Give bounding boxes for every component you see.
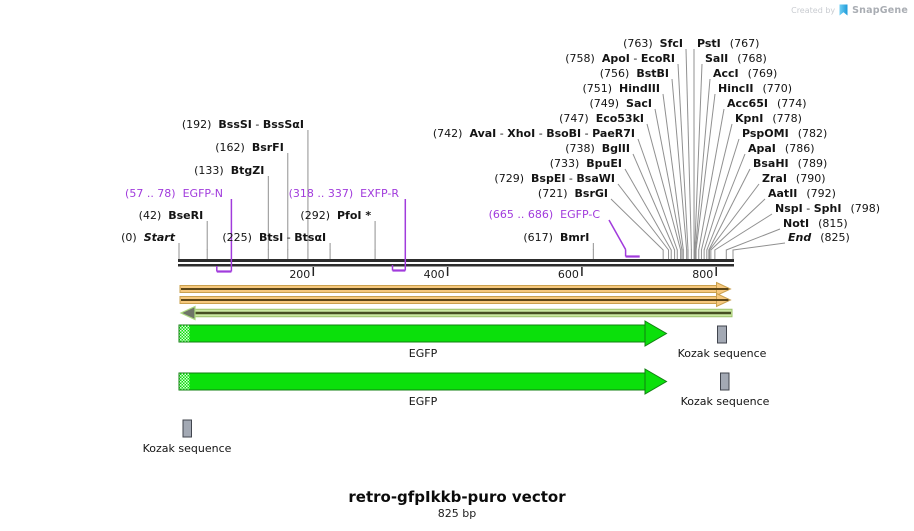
leader-line <box>632 153 676 251</box>
leader-line <box>637 138 678 251</box>
primer-line-EGFP-C <box>608 219 627 250</box>
gene-arrow-body-EGFP-0 <box>178 324 646 343</box>
leader-line <box>685 48 692 251</box>
site-label-BssSI-BssS-I: (192)BssSI - BssSαI <box>181 118 304 131</box>
leader-line <box>694 63 703 251</box>
site-label-BtgZI: (133)BtgZI <box>194 164 265 177</box>
primer-label-EXFP-R: (318 .. 337)EXFP-R <box>288 187 399 200</box>
primer-label-EGFP-N: (57 .. 78)EGFP-N <box>125 187 223 200</box>
gene-arrow-hatch <box>179 373 190 390</box>
kozak-box-2 <box>182 419 192 438</box>
leader-line <box>694 78 711 251</box>
leader-line <box>654 108 683 251</box>
primer-label-EGFP-C: (665 .. 686)EGFP-C <box>488 208 600 221</box>
ruler-tick-label: 400 <box>423 268 445 281</box>
site-label-Start: (0)Start <box>121 231 175 244</box>
leader-line <box>714 213 773 251</box>
site-label-BglII: (738)BglII <box>565 142 630 155</box>
site-label-SalI: SalI(768) <box>705 52 767 65</box>
site-label-KpnI: KpnI(778) <box>735 112 802 125</box>
sequence-bar-top-strand <box>178 259 734 262</box>
site-label-BsrFI: (162)BsrFI <box>215 141 284 154</box>
site-label-ZraI: ZraI(790) <box>762 172 826 185</box>
site-label-PfoI-: (292)PfoI * <box>300 209 372 222</box>
vector-length: 825 bp <box>437 507 477 520</box>
site-label-BstBI: (756)BstBI <box>599 67 669 80</box>
site-label-End: End(825) <box>788 231 850 244</box>
site-label-AvaI-XhoI-BsoBI-PaeR7I: (742)AvaI - XhoI - BsoBI - PaeR7I <box>432 127 635 140</box>
snapgene-logo-icon <box>839 4 848 16</box>
site-label-BspEI-BsaWI: (729)BspEI - BsaWI <box>494 172 615 185</box>
leader-line <box>624 168 672 251</box>
site-label-SfcI: (763)SfcI <box>623 37 683 50</box>
leader-line <box>726 228 781 251</box>
ruler-tick-label: 800 <box>692 268 714 281</box>
site-label-BpuEI: (733)BpuEI <box>549 157 622 170</box>
leader-line <box>617 183 669 251</box>
site-label-BsaHI: BsaHI(789) <box>753 157 828 170</box>
site-label-BmrI: (617)BmrI <box>523 231 590 244</box>
leader-line <box>695 93 716 251</box>
ruler-tick-label: 600 <box>557 268 579 281</box>
site-label-AatII: AatII(792) <box>768 187 836 200</box>
site-label-AccI: AccI(769) <box>713 67 778 80</box>
watermark-brand: SnapGene <box>852 4 908 16</box>
leader-line <box>700 123 733 251</box>
leader-line <box>662 93 684 251</box>
leader-line <box>709 183 760 251</box>
site-label-Acc65I: Acc65I(774) <box>727 97 807 110</box>
gene-arrow-hatch <box>179 325 190 342</box>
site-label-NspI-SphI: NspI - SphI(798) <box>775 202 881 215</box>
bottom-strand-arrow-head <box>179 305 196 321</box>
site-label-BseRI: (42)BseRI <box>138 209 204 222</box>
site-label-ApaI: ApaI(786) <box>748 142 815 155</box>
leader-line <box>703 138 740 251</box>
leader-line <box>671 78 688 251</box>
site-label-Eco53kI: (747)Eco53kI <box>559 112 644 125</box>
gene-arrow-head-EGFP-1 <box>644 368 668 395</box>
leader-line <box>698 108 725 251</box>
sequence-bar-bottom-strand <box>178 264 734 267</box>
leader-line <box>732 242 786 251</box>
vector-title: retro-gfpIkkb-puro vector <box>348 488 566 506</box>
title-block: retro-gfpIkkb-puro vector 825 bp <box>0 489 914 521</box>
leader-line <box>610 198 664 251</box>
gene-label-EGFP-1: EGFP <box>408 395 438 408</box>
leader-line <box>710 198 766 251</box>
kozak-label-2: Kozak sequence <box>142 442 232 455</box>
site-label-NotI: NotI(815) <box>783 217 848 230</box>
leader-line <box>708 168 751 251</box>
leader-line <box>646 123 682 251</box>
site-label-ApoI-EcoRI: (758)ApoI - EcoRI <box>565 52 675 65</box>
site-label-BsrGI: (721)BsrGI <box>537 187 608 200</box>
kozak-box-0 <box>717 325 727 344</box>
kozak-label-0: Kozak sequence <box>677 347 767 360</box>
leader-line <box>706 153 746 251</box>
site-label-PspOMI: PspOMI(782) <box>742 127 828 140</box>
watermark: Created by SnapGene <box>791 4 908 16</box>
site-label-BtsI-Bts-I: (225)BtsI - BtsαI <box>222 231 327 244</box>
site-label-HincII: HincII(770) <box>718 82 793 95</box>
leader-line <box>677 63 689 251</box>
watermark-created-by: Created by <box>791 5 836 15</box>
ruler-tick-label: 200 <box>289 268 311 281</box>
site-label-PstI: PstI(767) <box>697 37 760 50</box>
site-label-SacI: (749)SacI <box>589 97 652 110</box>
site-label-HindIII: (751)HindIII <box>582 82 660 95</box>
gene-label-EGFP-0: EGFP <box>408 347 438 360</box>
gene-arrow-head-EGFP-0 <box>644 320 668 347</box>
kozak-label-1: Kozak sequence <box>680 395 770 408</box>
gene-arrow-body-EGFP-1 <box>178 372 646 391</box>
kozak-box-1 <box>720 372 730 391</box>
